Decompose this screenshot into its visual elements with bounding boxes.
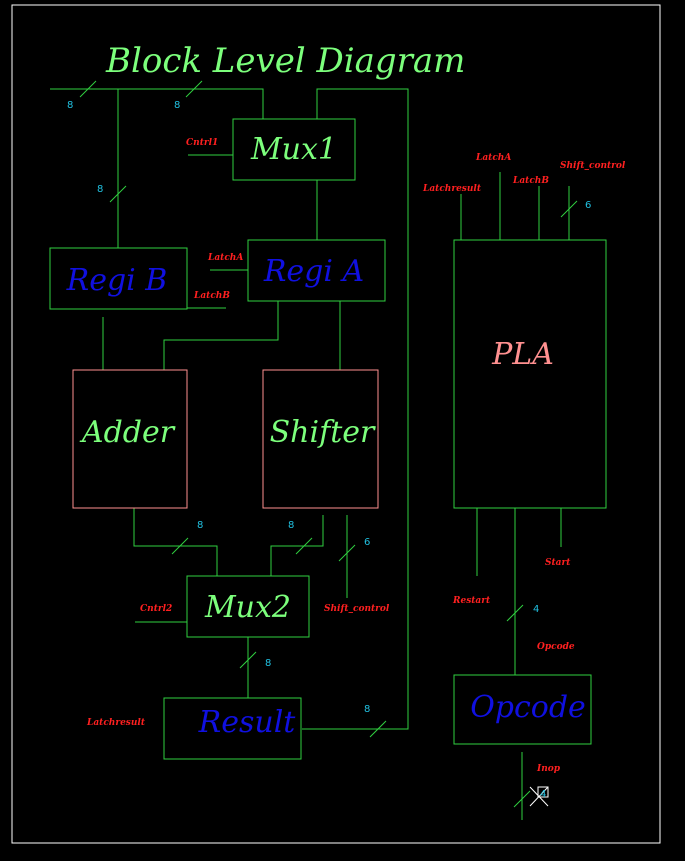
- signal-latchresult-left: Latchresult: [86, 718, 146, 728]
- signal-latchb-right: LatchB: [512, 176, 549, 186]
- width-top-left: 8: [67, 100, 73, 111]
- width-shifter-out: 8: [288, 520, 294, 531]
- signal-shift-control-right: Shift_control: [560, 161, 626, 171]
- diagram-frame: [11, 4, 661, 844]
- width-regi-b-in: 8: [97, 184, 103, 195]
- block-regi-a[interactable]: Regi A: [247, 239, 386, 302]
- shifter-label: Shifter: [270, 415, 376, 450]
- width-inop-bus: 4: [540, 789, 546, 800]
- signal-start: Start: [545, 558, 571, 568]
- mux2-label: Mux2: [204, 590, 291, 625]
- signal-cntrl1: Cntrl1: [186, 138, 218, 148]
- signal-shift-control-left: Shift_control: [324, 604, 390, 614]
- bus-width-labels: 8 8 8 8 8 6 8 8 6 4 4: [67, 100, 591, 800]
- regi-b-label: Regi B: [66, 263, 168, 298]
- mux1-label: Mux1: [250, 132, 337, 167]
- signal-latcha-right: LatchA: [475, 153, 511, 163]
- width-result-out: 8: [364, 704, 370, 715]
- signal-latcha-left: LatchA: [207, 253, 243, 263]
- width-opcode-bus: 4: [533, 604, 539, 615]
- signal-latchb-left: LatchB: [193, 291, 230, 301]
- width-adder-out: 8: [197, 520, 203, 531]
- block-regi-b[interactable]: Regi B: [49, 247, 188, 310]
- width-mux2-out: 8: [265, 658, 271, 669]
- adder-label: Adder: [79, 415, 176, 450]
- block-adder[interactable]: Adder: [72, 369, 188, 509]
- regi-a-label: Regi A: [263, 254, 364, 289]
- inop-marker-icon: [529, 786, 549, 807]
- width-shift-ctrl: 6: [364, 537, 370, 548]
- signal-inop: Inop: [536, 764, 561, 774]
- block-mux1[interactable]: Mux1: [232, 118, 356, 181]
- pla-label: PLA: [491, 337, 554, 372]
- opcode-label: Opcode: [470, 690, 586, 725]
- block-pla[interactable]: PLA: [453, 239, 607, 509]
- block-result[interactable]: Result: [163, 697, 302, 760]
- signal-cntrl2: Cntrl2: [140, 604, 172, 614]
- signal-latchresult-right: Latchresult: [422, 184, 482, 194]
- result-label: Result: [198, 705, 297, 740]
- signal-opcode: Opcode: [537, 642, 575, 652]
- signal-restart: Restart: [452, 596, 491, 606]
- block-mux2[interactable]: Mux2: [186, 575, 310, 638]
- signal-labels: Cntrl1 LatchA LatchB Cntrl2 Shift_contro…: [86, 138, 626, 774]
- block-shifter[interactable]: Shifter: [262, 369, 379, 509]
- datapath-wires: [50, 88, 409, 730]
- width-top-mid: 8: [174, 100, 180, 111]
- control-wires: [460, 172, 570, 820]
- diagram-title: Block Level Diagram: [105, 41, 465, 81]
- width-pla-shift-ctrl: 6: [585, 200, 591, 211]
- block-opcode[interactable]: Opcode: [453, 674, 592, 745]
